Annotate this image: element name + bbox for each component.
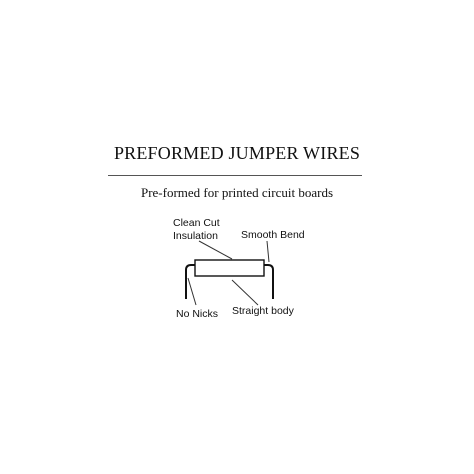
clean-cut-leader (198, 240, 233, 260)
clean-cut-label: Clean Cut (173, 217, 220, 229)
diagram-title: PREFORMED JUMPER WIRES (113, 143, 361, 163)
title-divider (108, 175, 362, 176)
smooth-bend-leader (266, 240, 270, 263)
smooth-bend-label: Smooth Bend (241, 229, 305, 241)
straight-body-leader (231, 279, 259, 306)
insulation-body (194, 259, 265, 277)
diagram-subtitle: Pre-formed for printed circuit boards (140, 185, 334, 200)
no-nicks-leader (187, 277, 197, 306)
insulation-label: Insulation (173, 230, 218, 242)
no-nicks-label: No Nicks (176, 308, 218, 320)
straight-body-label: Straight body (232, 305, 295, 317)
